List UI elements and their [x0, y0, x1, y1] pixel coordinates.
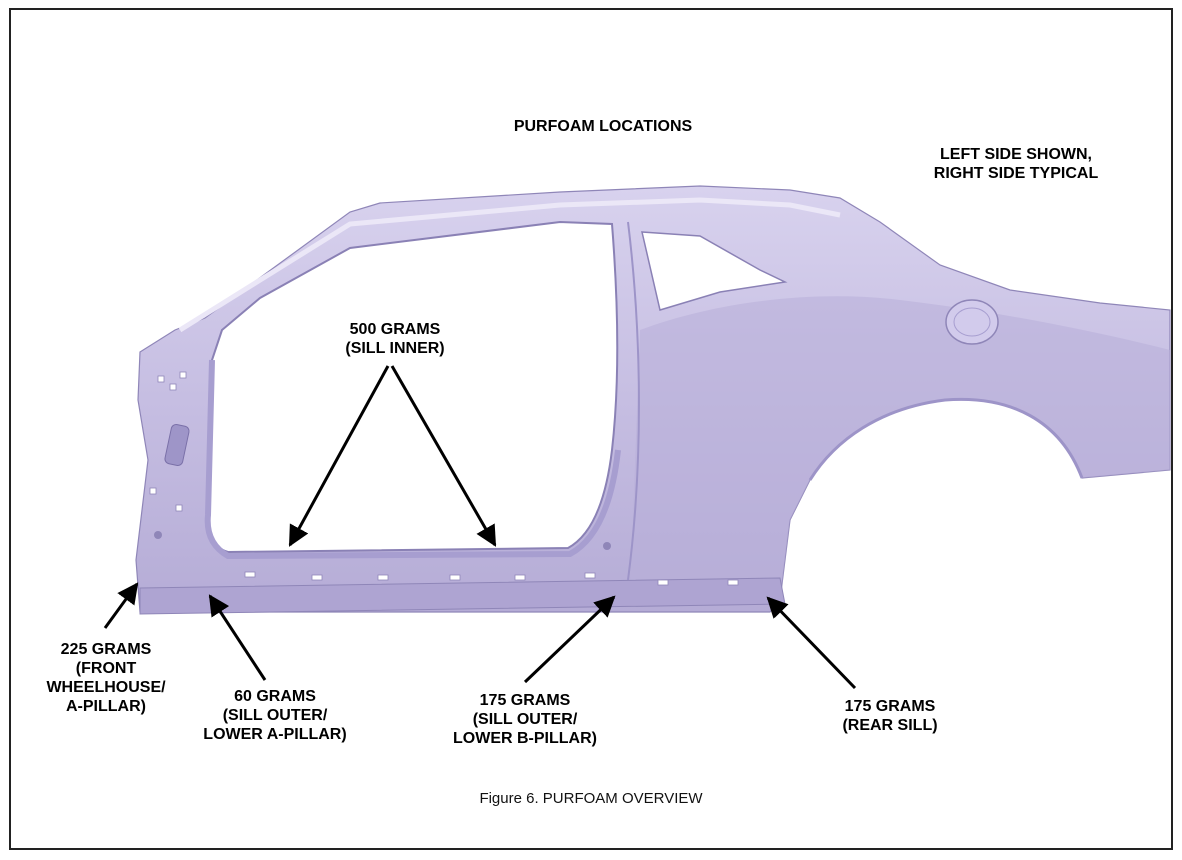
callout-front-wheelhouse-amount: 225 GRAMS	[60, 641, 152, 658]
arrow-front-wheelhouse	[103, 582, 139, 629]
callout-rear-sill: 175 GRAMS (REAR SILL)	[810, 697, 970, 735]
side-note: LEFT SIDE SHOWN, RIGHT SIDE TYPICAL	[916, 145, 1116, 183]
callout-sill-outer-b: 175 GRAMS (SILL OUTER/ LOWER B-PILLAR)	[430, 691, 620, 748]
b-pillar-edge	[627, 221, 640, 581]
callout-sill-outer-b-line-3: LOWER B-PILLAR)	[453, 730, 597, 747]
a-pillar-hole	[154, 531, 162, 539]
b-pillar-hole	[603, 542, 611, 550]
callout-sill-outer-b-amount: 175 GRAMS	[479, 692, 571, 709]
callout-sill-inner: 500 GRAMS (SILL INNER)	[300, 320, 490, 358]
sill-holes	[244, 571, 739, 586]
quarter-window-opening	[641, 231, 788, 311]
quarter-panel-shade	[630, 296, 1170, 600]
body-side-panel	[135, 185, 1171, 615]
hinge-slot	[164, 423, 190, 467]
arrow-sill-inner-right	[390, 365, 497, 547]
door-flange	[204, 359, 621, 560]
callout-sill-outer-b-line-2: (SILL OUTER/	[472, 711, 578, 728]
arrow-sill-inner-left	[288, 365, 390, 547]
callout-sill-outer-a-amount: 60 GRAMS	[234, 688, 316, 705]
side-note-line-1: LEFT SIDE SHOWN,	[940, 146, 1092, 163]
callout-front-wheelhouse-line-2: (FRONT	[75, 660, 137, 677]
callout-sill-inner-amount: 500 GRAMS	[349, 321, 441, 338]
callout-front-wheelhouse: 225 GRAMS (FRONT WHEELHOUSE/ A-PILLAR)	[26, 640, 186, 716]
callout-arrows	[103, 365, 857, 690]
arrow-sill-outer-b	[523, 595, 616, 684]
arrow-rear-sill	[766, 596, 857, 690]
roof-rail-highlight	[178, 197, 841, 333]
callout-front-wheelhouse-line-3: WHEELHOUSE/	[46, 679, 166, 696]
figure-title-text: PURFOAM LOCATIONS	[513, 118, 693, 135]
wheel-arch-flange	[808, 397, 1084, 481]
front-hinge-holes	[149, 371, 187, 512]
callout-sill-inner-location: (SILL INNER)	[345, 340, 445, 357]
callout-sill-outer-a-line-2: (SILL OUTER/	[222, 707, 328, 724]
figure-caption: Figure 6. PURFOAM OVERVIEW	[479, 790, 703, 807]
callout-rear-sill-amount: 175 GRAMS	[844, 698, 936, 715]
figure-title: PURFOAM LOCATIONS	[470, 117, 736, 136]
callout-sill-outer-a-line-3: LOWER A-PILLAR)	[203, 726, 347, 743]
callout-front-wheelhouse-line-4: A-PILLAR)	[66, 698, 146, 715]
arrow-sill-outer-a	[208, 594, 267, 681]
side-note-line-2: RIGHT SIDE TYPICAL	[933, 165, 1099, 182]
callout-rear-sill-location: (REAR SILL)	[842, 717, 938, 734]
fuel-door-inner	[953, 307, 991, 337]
callout-sill-outer-a: 60 GRAMS (SILL OUTER/ LOWER A-PILLAR)	[180, 687, 370, 744]
fuel-door	[945, 299, 999, 345]
